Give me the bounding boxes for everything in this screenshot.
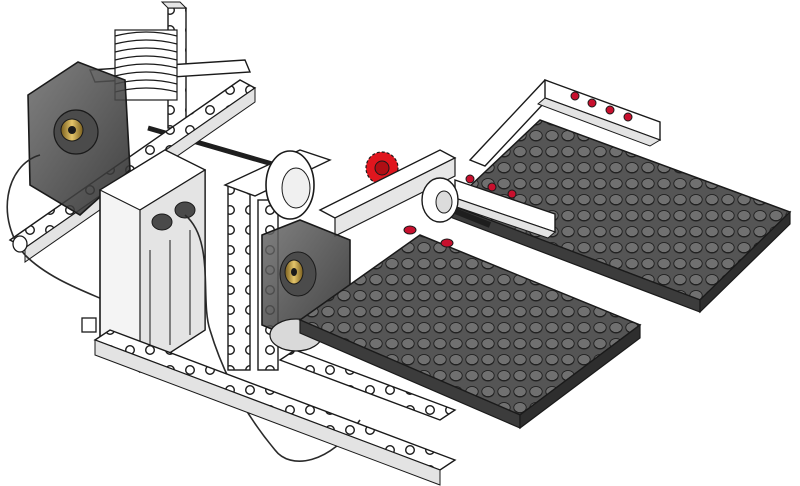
red-pin-icon bbox=[605, 105, 615, 115]
bottom-long-beam bbox=[93, 329, 457, 486]
front-plate bbox=[298, 225, 642, 430]
red-pin-icon bbox=[403, 225, 417, 235]
red-pin-icon bbox=[465, 174, 475, 184]
middle-beam bbox=[447, 174, 556, 239]
left-peg-icon bbox=[12, 235, 97, 333]
gear-support-beam bbox=[318, 149, 459, 237]
red-pin-icon bbox=[507, 189, 517, 199]
bottom-short-beam bbox=[278, 349, 457, 421]
battery-box-icon bbox=[98, 149, 207, 374]
red-pin-icon bbox=[623, 112, 633, 122]
upper-servo-motor-icon bbox=[27, 61, 131, 216]
round-hub bbox=[265, 150, 315, 220]
red-pin-icon bbox=[587, 98, 597, 108]
back-frame-beam bbox=[468, 78, 662, 167]
back-plate bbox=[448, 119, 792, 314]
red-pin-icon bbox=[487, 182, 497, 192]
red-pin-icon bbox=[570, 91, 580, 101]
red-pin-icon bbox=[440, 238, 454, 248]
